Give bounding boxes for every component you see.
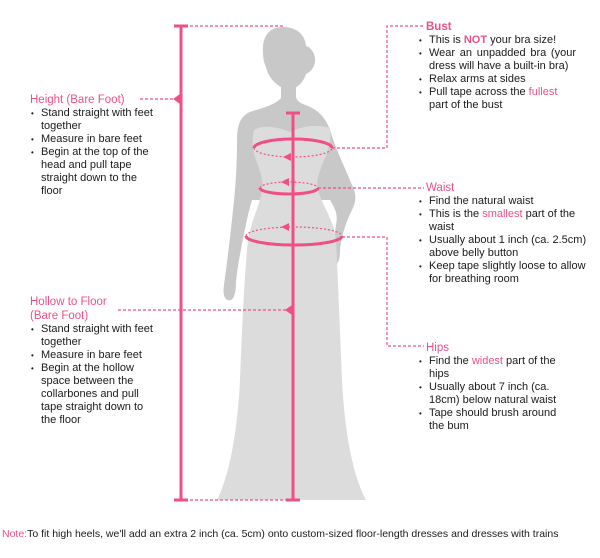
list-item: Begin at the top of the head and pull ta… [30,146,155,198]
waist-title: Waist [426,182,455,194]
list-item: Measure in bare feet [30,133,155,146]
waist-instructions: Waist Find the natural waist This is the… [418,181,588,286]
list-item: Stand straight with feet together [30,107,155,133]
height-arrow-icon [173,94,180,104]
list-item: Usually about 7 inch (ca. 18cm) below na… [418,381,568,407]
hollow-to-floor-instructions: Hollow to Floor (Bare Foot) Stand straig… [30,295,155,427]
hips-arrow-icon [281,223,289,231]
list-item: Relax arms at sides [418,73,576,86]
list-item: Keep tape slightly loose to allow for br… [418,260,588,286]
height-list: Stand straight with feet together Measur… [30,107,155,198]
text: part of the hips [429,355,556,380]
list-item: Find the widest part of the hips [418,355,568,381]
measurement-lines [118,24,424,502]
list-item: This is NOT your bra size! [418,34,576,47]
hollow-title-line1: Hollow to Floor [30,296,107,308]
height-instructions: Height (Bare Foot) Stand straight with f… [30,93,155,198]
text: your bra size! [487,34,557,46]
note-text: To fit high heels, we'll add an extra 2 … [27,528,559,540]
waist-arrow-icon [281,178,289,186]
list-item: Usually about 1 inch (ca. 2.5cm) above b… [418,234,588,260]
list-item: Find the natural waist [418,195,588,208]
list-item: This is the smallest part of the waist [418,208,588,234]
hollow-arrow-icon [285,305,292,315]
hips-list: Find the widest part of the hips Usually… [418,355,568,433]
footer-note: Note:To fit high heels, we'll add an ext… [2,528,558,540]
emphasis-text: widest [471,355,503,367]
list-item: Pull tape across the fullest part of the… [418,86,576,112]
hollow-list: Stand straight with feet together Measur… [30,323,155,427]
bust-arrow-icon [283,153,291,161]
text: This is the [429,208,483,220]
text: part of the bust [429,99,503,111]
arrow-markers [173,94,292,315]
list-item: Begin at the hollow space between the co… [30,362,155,427]
emphasis-text: fullest [528,86,558,98]
hollow-title-line2: (Bare Foot) [30,310,89,322]
emphasis-text: NOT [463,34,488,46]
list-item: Stand straight with feet together [30,323,155,349]
note-label: Note: [2,528,28,540]
height-title: Height (Bare Foot) [30,94,125,106]
list-item: Measure in bare feet [30,349,155,362]
list-item: Tape should brush around the bum [418,407,568,433]
hips-title: Hips [426,342,450,354]
text: This is [429,34,464,46]
text: Find the [429,355,472,367]
hips-instructions: Hips Find the widest part of the hips Us… [418,341,568,433]
emphasis-text: smallest [482,208,523,220]
bust-list: This is NOT your bra size! Wear an unpad… [418,34,576,112]
bust-title: Bust [426,21,452,33]
waist-list: Find the natural waist This is the small… [418,195,588,286]
text: part of the waist [429,208,576,233]
list-item: Wear an unpadded bra (your dress will ha… [418,47,576,73]
text: Pull tape across the [429,86,529,98]
bust-instructions: Bust This is NOT your bra size! Wear an … [418,20,576,112]
